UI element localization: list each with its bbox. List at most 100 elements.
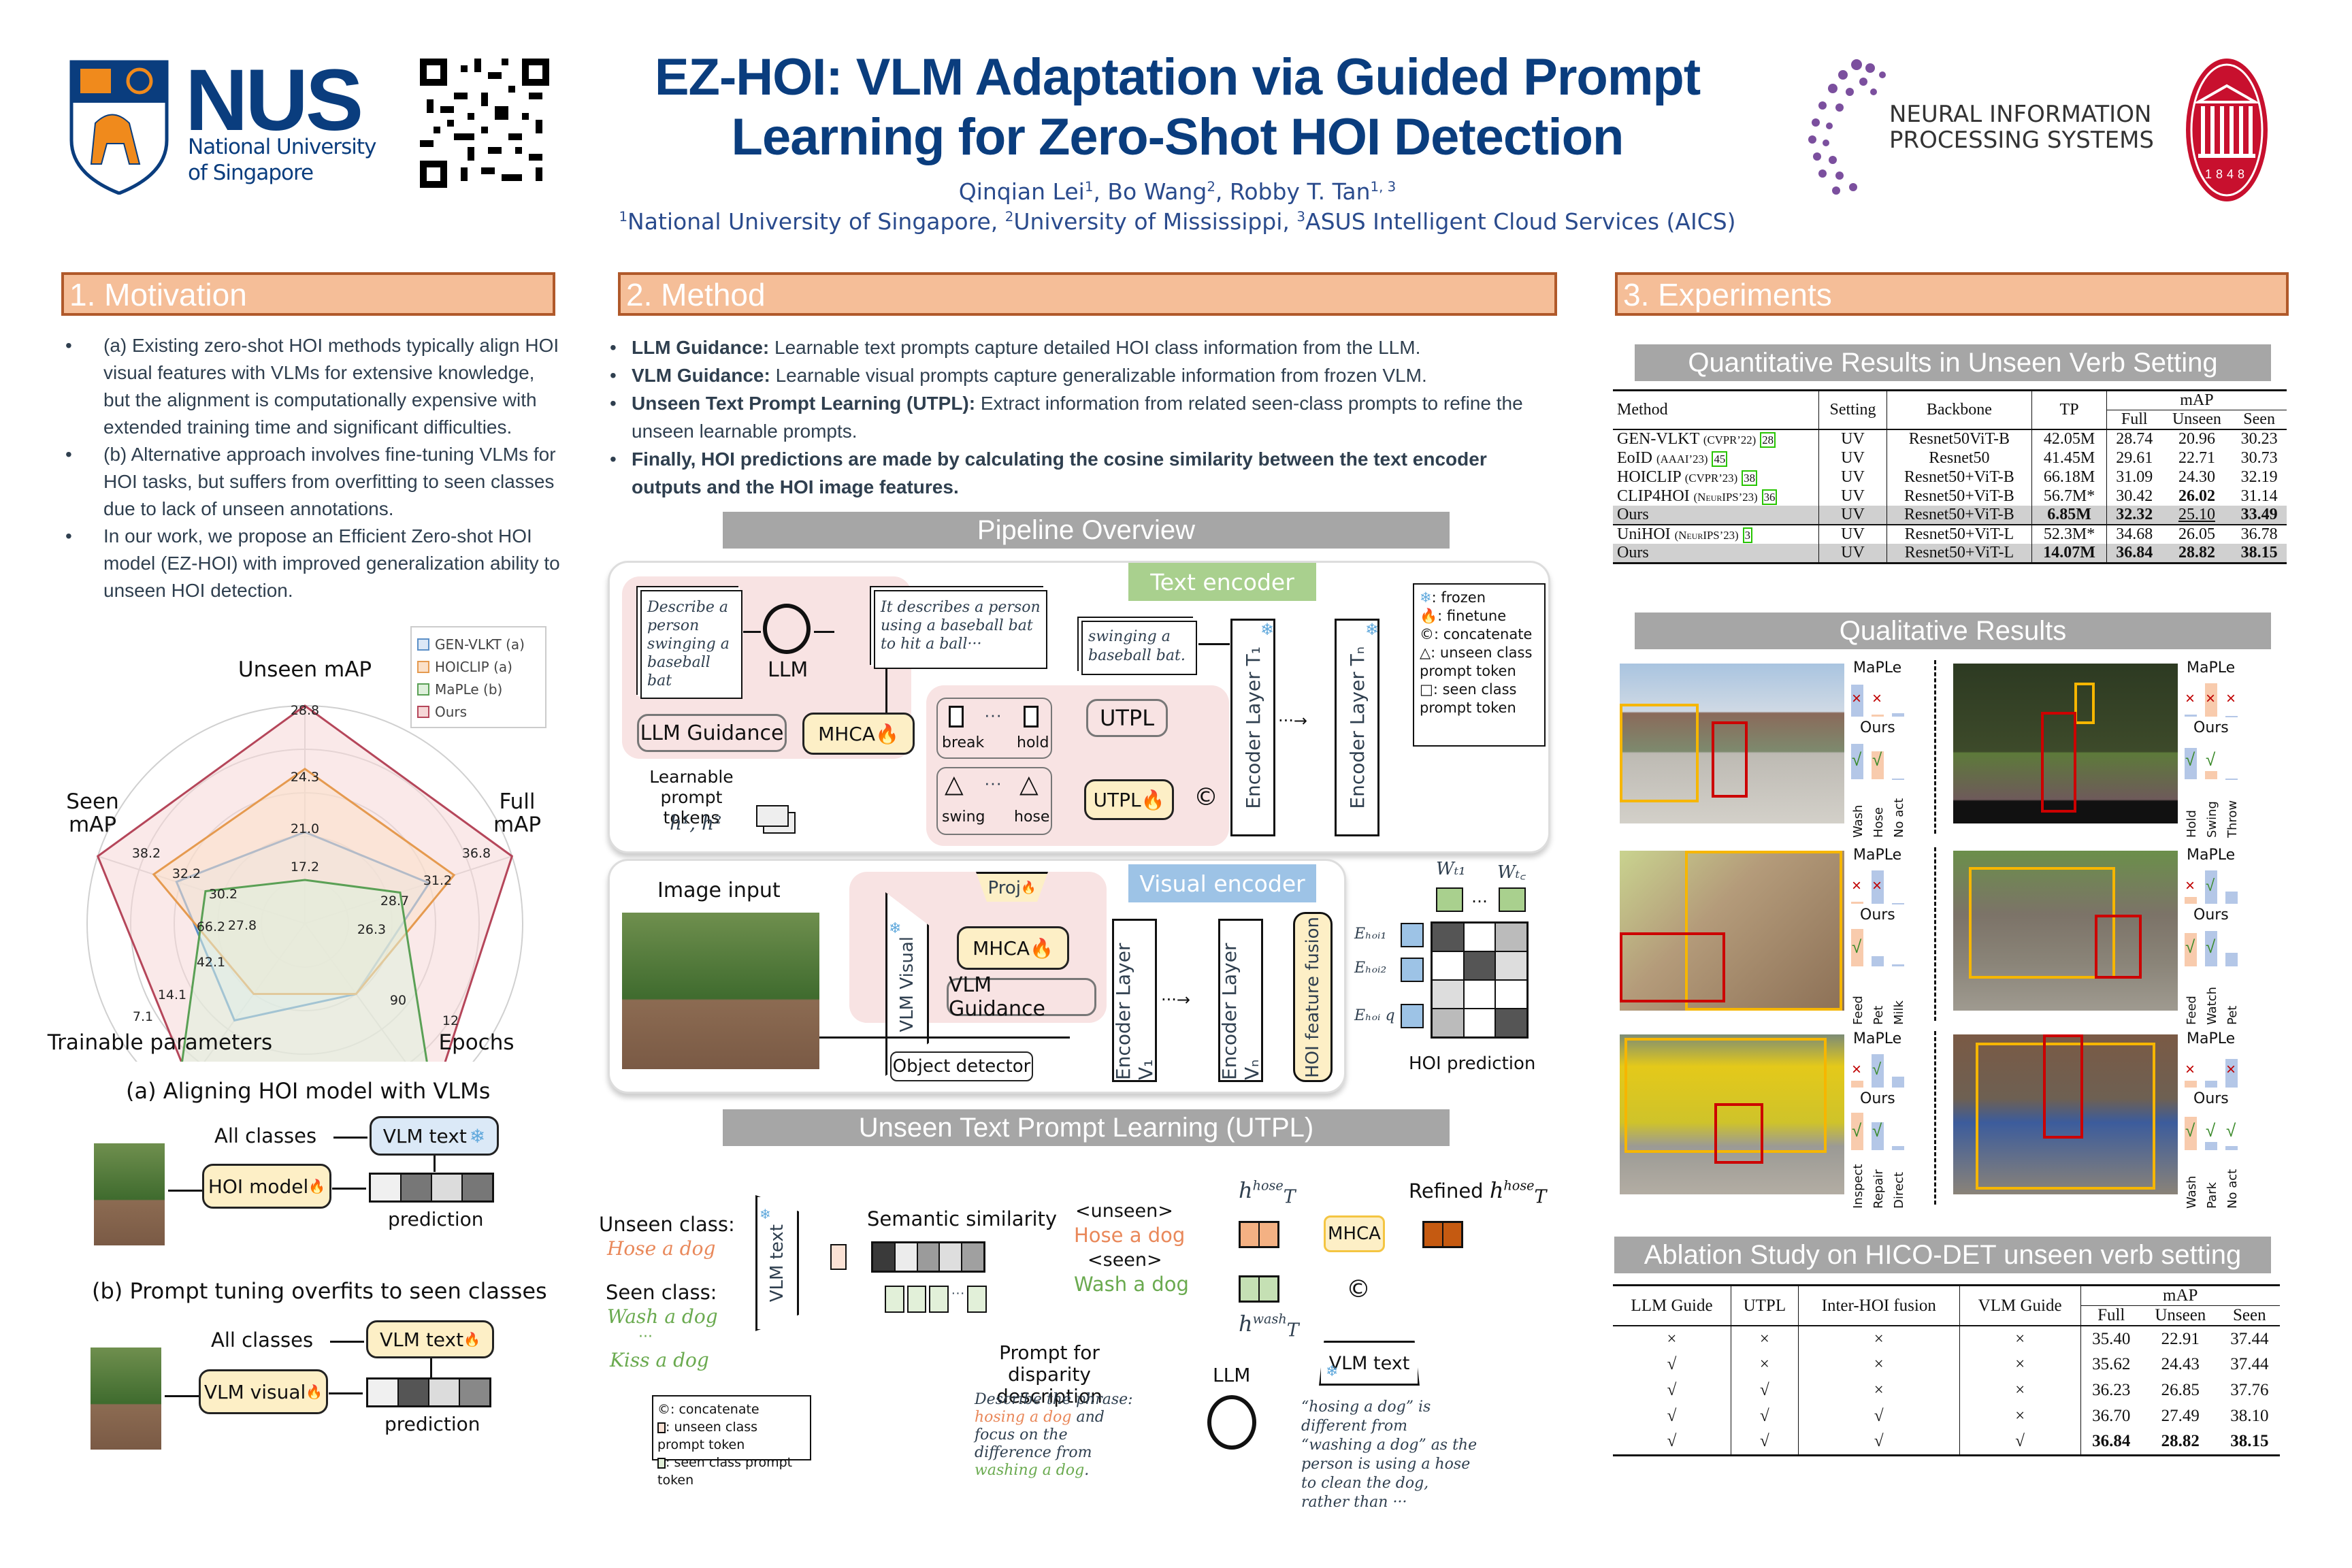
maple-label: MaPLe: [1853, 1030, 1902, 1047]
ours-score-bar: [2225, 1146, 2238, 1150]
divider: [1934, 1031, 1936, 1205]
snowflake-icon: ❄: [760, 1207, 771, 1222]
citation-link[interactable]: 3: [1742, 527, 1752, 543]
motivation-heading: 1. Motivation: [61, 272, 555, 316]
fire-icon: 🔥: [308, 1178, 326, 1194]
verb-label: Repair: [1872, 1169, 1886, 1209]
ours-label: Ours: [1860, 1090, 1895, 1107]
unseen-cell: 22.91: [2161, 1329, 2200, 1348]
example-photo: [1953, 1034, 2178, 1194]
full-cell: 36.84: [2080, 1429, 2142, 1455]
refined-token: [1422, 1221, 1463, 1248]
diagram-a: (a) Aligning HOI model with VLMs All cla…: [41, 1068, 572, 1273]
arrow: [329, 1392, 363, 1394]
maple-score-bar: [2205, 683, 2217, 717]
ablation-table: LLM Guide UTPL Inter-HOI fusion VLM Guid…: [1613, 1284, 2280, 1456]
motivation-bullets: (a) Existing zero-shot HOI methods typic…: [61, 332, 565, 604]
bounding-box: [1969, 866, 2115, 979]
ours-score-bar: [1851, 1113, 1863, 1150]
seen-class-label: Seen class:: [606, 1281, 717, 1304]
tp-cell: 6.85M: [2031, 506, 2107, 525]
ours-mark: √: [1852, 1120, 1862, 1141]
nus-line2: of Singapore: [188, 161, 314, 185]
square-token-icon: [1024, 706, 1039, 728]
tp-cell: 42.05M: [2031, 429, 2107, 448]
mhca-box: MHCA🔥: [957, 926, 1069, 970]
verb-label: Feed: [2185, 996, 2199, 1025]
encoder-layer-t1: Encoder Layer T₁: [1230, 619, 1275, 836]
refined-label: Refined hhoseT: [1409, 1177, 1547, 1208]
radar-value-label: 24.3: [291, 770, 319, 785]
maple-score-bar: [2185, 897, 2197, 904]
qr-code[interactable]: [420, 59, 549, 188]
method-cell: CLIP4HOI (NeurIPS’23) 36: [1613, 487, 1819, 506]
baseball-photo: [91, 1348, 161, 1450]
similarity-cell: [940, 1243, 963, 1271]
hoi-feature-fusion: HOI feature fusion: [1293, 912, 1333, 1082]
maple-score-bar: [1892, 713, 1904, 717]
seen-cell: 33.49: [2240, 506, 2278, 523]
vlm-guide-cell: √: [1959, 1429, 2080, 1455]
ours-score-bar: [2205, 931, 2217, 966]
llm-guide-cell: √: [1667, 1432, 1677, 1451]
baseball-input-photo: [622, 913, 819, 1069]
legend-swatch: [417, 705, 429, 718]
hoi-score-cell: [1495, 951, 1527, 980]
text-encoder-label: Text encoder: [1128, 563, 1316, 601]
encoder-layer-v1: Encoder Layer V₁: [1112, 919, 1157, 1082]
example-photo: [1953, 851, 2178, 1011]
llm-output-doc: It describes a person using a baseball b…: [874, 590, 1047, 669]
legend-unseen-token: △: unseen class prompt token: [1420, 644, 1533, 679]
vlm-text-box: VLM text🔥: [366, 1320, 494, 1358]
seen-cell: 38.15: [2230, 1432, 2269, 1451]
all-classes-label: All classes: [214, 1124, 317, 1147]
verb-label: Hose: [1872, 807, 1886, 838]
affiliation-3: 3ASUS Intelligent Cloud Services (AICS): [1296, 208, 1736, 235]
citation-link[interactable]: 28: [1760, 432, 1776, 448]
experiments-heading: 3. Experiments: [1615, 272, 2289, 316]
seal-year: 1848: [2204, 167, 2249, 181]
bounding-box: [1620, 932, 1726, 1003]
utpl-module-box: UTPL🔥: [1084, 779, 1174, 820]
verb-label: Watch: [2205, 986, 2219, 1025]
fire-icon: 🔥: [1021, 881, 1036, 895]
token-label: break: [942, 734, 985, 751]
unseen-cell: 25.10: [2178, 506, 2215, 523]
ours-label: Ours: [2193, 719, 2229, 736]
unseen-cell: 26.05: [2178, 525, 2215, 543]
col-header: Seen: [2232, 410, 2287, 430]
legend-item: HOICLIP (a): [417, 655, 540, 678]
object-detector-box: Object detector: [890, 1051, 1033, 1081]
utpl-label-box: UTPL: [1086, 699, 1168, 737]
citation-link[interactable]: 45: [1712, 451, 1728, 467]
similarity-cell: [873, 1243, 896, 1271]
example-photo: [1620, 851, 1844, 1011]
proj-box: Proj🔥: [976, 872, 1048, 902]
ellipsis-arrow: ···→: [1278, 711, 1307, 730]
ours-score-bar: [1872, 751, 1884, 779]
ours-mark: √: [1852, 749, 1862, 770]
seen-tokens-row: ···: [885, 1286, 987, 1314]
citation-link[interactable]: 36: [1761, 489, 1778, 505]
maple-score-bar: [1851, 902, 1863, 904]
seen-cell: 37.44: [2230, 1355, 2269, 1373]
hoi-score-cell: [1432, 923, 1464, 951]
radar-value-label: 7.1: [133, 1009, 153, 1024]
unseen-cell: 28.82: [2178, 544, 2215, 561]
radar-value-label: 12: [442, 1013, 459, 1028]
method-bullet: Unseen Text Prompt Learning (UTPL): Extr…: [606, 389, 1558, 445]
llm-label: LLM: [1213, 1364, 1251, 1386]
full-cell: 36.23: [2080, 1377, 2142, 1403]
maple-mark: ×: [2185, 689, 2195, 708]
citation-link[interactable]: 38: [1742, 470, 1757, 486]
similarity-cell: [962, 1243, 983, 1271]
mhca-box: MHCA: [1324, 1215, 1385, 1252]
affiliation-1: 1National University of Singapore,: [619, 208, 998, 235]
seen-class-example: Kiss a dog: [610, 1349, 709, 1371]
ellipsis-arrow: ···→: [1161, 990, 1190, 1009]
affiliations: 1National University of Singapore, 2Univ…: [585, 208, 1769, 235]
maple-score-bar: [1851, 685, 1863, 717]
